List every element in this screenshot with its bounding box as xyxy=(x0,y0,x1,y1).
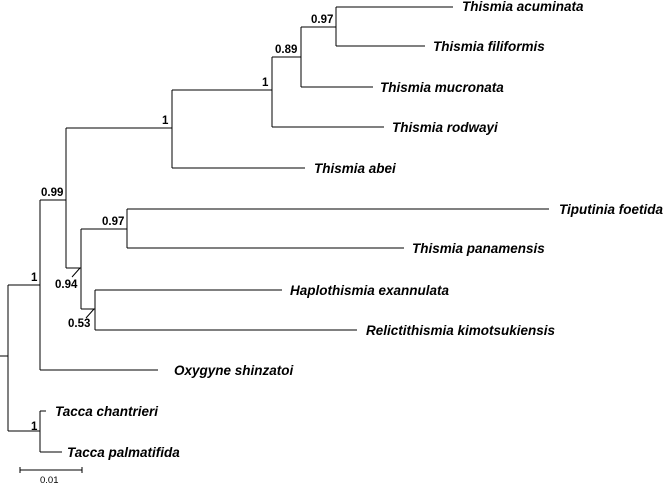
support-value: 1 xyxy=(162,115,169,127)
support-value: 1 xyxy=(31,421,38,433)
taxon-label: Tacca palmatifida xyxy=(67,445,180,460)
taxon-label: Oxygyne shinzatoi xyxy=(174,363,294,378)
taxon-label: Tiputinia foetida xyxy=(559,202,663,217)
taxon-label: Thismia rodwayi xyxy=(392,120,498,135)
taxon-label: Tacca chantrieri xyxy=(55,404,158,419)
support-value: 1 xyxy=(31,272,38,284)
taxon-label: Haplothismia exannulata xyxy=(290,283,450,298)
support-value: 0.99 xyxy=(41,187,63,199)
support-tick-haplothismia xyxy=(85,308,95,319)
support-value: 0.89 xyxy=(275,44,297,56)
taxon-label: Thismia acuminata xyxy=(462,0,584,14)
scale-bar-label: 0.01 xyxy=(40,475,59,485)
scale-bar: 0.01 xyxy=(19,467,83,485)
support-value: 0.94 xyxy=(55,279,78,291)
taxon-label: Thismia mucronata xyxy=(380,80,504,95)
taxon-label: Thismia panamensis xyxy=(412,241,545,256)
support-tick-second-clade xyxy=(71,267,81,278)
support-value: 0.53 xyxy=(68,318,90,330)
support-value: 0.97 xyxy=(102,216,124,228)
support-value: 1 xyxy=(262,77,269,89)
taxon-label: Relictithismia kimotsukiensis xyxy=(366,323,556,338)
taxon-label: Thismia filiformis xyxy=(433,39,545,54)
support-value: 0.97 xyxy=(311,14,333,26)
taxon-label: Thismia abei xyxy=(314,161,396,176)
